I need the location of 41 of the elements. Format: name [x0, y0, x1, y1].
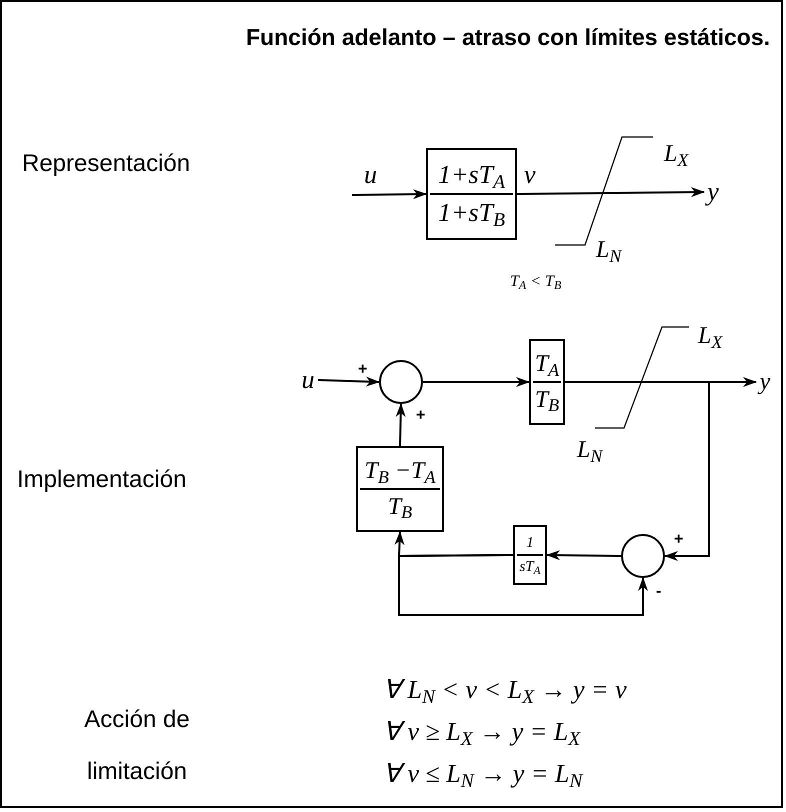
arrow [565, 381, 710, 561]
arrow [318, 376, 380, 387]
sign-label: + [674, 530, 684, 550]
limit-label: L$_{N}$ [577, 436, 602, 468]
numerator: T$_{B}$ −T$_{A}$ [364, 457, 436, 486]
rule-equation: ∀ v ≥ L$_{X}$ → y = L$_{X}$ [383, 716, 580, 751]
transfer-function-block [529, 339, 565, 425]
title: Función adelanto – atraso con límites estáticos. [246, 23, 772, 52]
numerator: 1 [526, 534, 534, 552]
summing-junction [379, 360, 423, 404]
arrow [546, 550, 622, 560]
summing-junction [621, 534, 665, 578]
signal-label: y [704, 178, 722, 206]
arrow [398, 554, 648, 616]
section-label: Representación [22, 149, 190, 179]
rule-equation: ∀ v ≤ L$_{N}$ → y = L$_{N}$ [383, 758, 582, 793]
denominator: 1+sT$_{B}$ [438, 196, 506, 230]
arrow [516, 187, 705, 198]
transfer-function-block [513, 525, 547, 585]
numerator: 1+sT$_{A}$ [438, 158, 506, 192]
arrow [423, 377, 530, 387]
signal-label: y [756, 368, 774, 396]
arrow [396, 403, 406, 446]
section-label: Implementación [17, 465, 186, 495]
rule-equation: ∀ L$_{N}$ < v < L$_{X}$ → y = v [383, 674, 627, 709]
signal-label: u [298, 366, 318, 394]
numerator: T$_{A}$ [534, 350, 560, 380]
condition-text: T$_{A}$ < T$_{B}$ [510, 272, 562, 294]
denominator: T$_{B}$ [388, 492, 412, 522]
denominator: sT$_{A}$ [519, 558, 541, 576]
limit-label: L$_{X}$ [698, 322, 722, 354]
transfer-function-block [356, 446, 444, 532]
transfer-function-block [426, 148, 517, 240]
denominator: T$_{B}$ [534, 386, 560, 415]
limit-label: L$_{N}$ [596, 236, 622, 268]
sign-label: - [656, 582, 662, 602]
limit-label: L$_{X}$ [664, 140, 688, 172]
sign-label: + [416, 406, 426, 426]
sign-label: + [358, 360, 368, 380]
section-label: Acción de limitación [83, 705, 191, 787]
arrow [352, 189, 427, 200]
